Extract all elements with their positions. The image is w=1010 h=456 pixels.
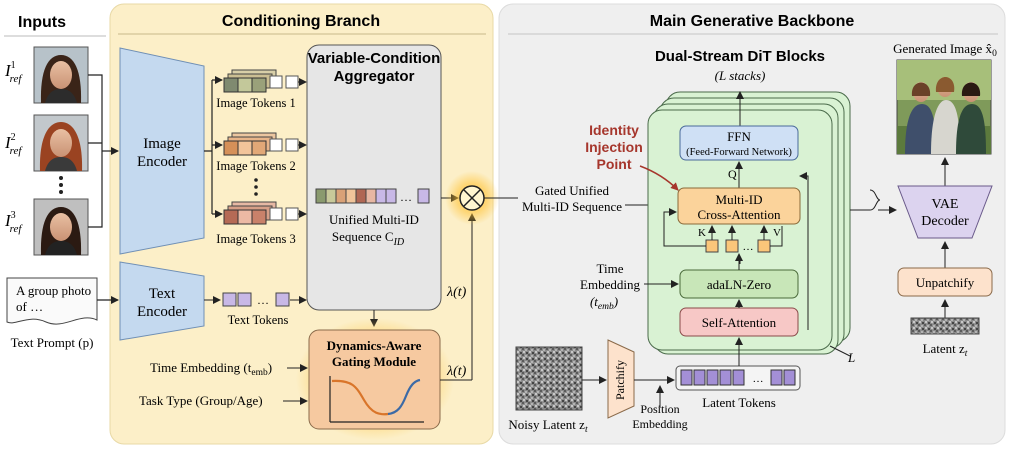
lambda-label-gating: λ(t) <box>446 364 467 379</box>
noisy-latent-image <box>515 346 583 411</box>
conditioning-title: Conditioning Branch <box>222 13 380 30</box>
cross-label-1: Multi-ID <box>716 192 763 207</box>
unified-label-1: Unified Multi-ID <box>329 212 419 227</box>
patchify-block <box>607 339 635 419</box>
bb-time-label-1: Time <box>597 261 624 276</box>
ffn-box <box>679 125 799 161</box>
latent-z-image <box>910 317 980 335</box>
backbone-title: Main Generative Backbone <box>650 13 855 30</box>
latent-ellipsis: … <box>753 373 764 385</box>
dit-subtitle: (L stacks) <box>715 68 766 83</box>
text-prompt-caption: Text Prompt (p) <box>11 335 94 350</box>
image-encoder <box>119 47 205 255</box>
noisy-latent-label: Noisy Latent zt <box>508 417 588 435</box>
image-tokens-label-1: Image Tokens 1 <box>216 96 295 110</box>
bb-time-label-3: (temb) <box>590 294 618 312</box>
text-token-ellipsis: … <box>257 293 269 307</box>
text-token-row: … <box>222 292 290 307</box>
position-label-1: Position <box>640 402 679 416</box>
aggregator-title-1: Variable-Condition <box>308 50 441 67</box>
unpatchify-box <box>897 267 993 297</box>
cross-label-2: Cross-Attention <box>697 207 781 222</box>
image-encoder-label-1: Image <box>143 136 181 152</box>
latent-token-row: … <box>675 365 801 391</box>
unpatchify-label: Unpatchify <box>916 275 975 290</box>
reference-portrait-3 <box>33 198 89 256</box>
text-encoder-label-1: Text <box>149 286 176 302</box>
inputs-title: Inputs <box>18 14 66 31</box>
multi-id-cross-attention <box>677 187 801 225</box>
patchify-label: Patchify <box>613 360 627 400</box>
task-type-label: Task Type (Group/Age) <box>139 393 263 408</box>
unified-label-2: Sequence CID <box>332 229 405 248</box>
gating-curve-plot <box>329 376 424 423</box>
gating-title-2: Gating Module <box>332 354 416 369</box>
text-tokens-label: Text Tokens <box>228 313 289 327</box>
dit-title: Dual-Stream DiT Blocks <box>655 48 825 65</box>
ffn-label-1: FFN <box>727 129 751 144</box>
vae-decoder <box>897 185 993 239</box>
adaln-label: adaLN-Zero <box>707 277 771 292</box>
generated-image <box>896 59 992 155</box>
image-tokens-label-3: Image Tokens 3 <box>216 232 295 246</box>
injection-label-2: Injection <box>585 139 643 155</box>
gating-title-1: Dynamics-Aware <box>327 338 422 353</box>
gated-label-1: Gated Unified <box>535 183 610 198</box>
stack-l-label: L <box>847 350 855 365</box>
vae-label-1: VAE <box>932 197 959 212</box>
unified-sequence-tokens: … <box>315 188 430 204</box>
k-label: K <box>698 227 706 239</box>
generated-image-label: Generated Image x̂0 <box>893 41 997 59</box>
vae-label-2: Decoder <box>921 214 969 229</box>
position-label-2: Embedding <box>632 417 687 431</box>
injection-label-3: Point <box>597 156 632 172</box>
unified-ellipsis: … <box>400 190 412 204</box>
injection-label-1: Identity <box>589 122 639 138</box>
ffn-label-2: (Feed-Forward Network) <box>686 147 792 158</box>
gated-label-2: Multi-ID Sequence <box>522 199 622 214</box>
aggregator-title-2: Aggregator <box>334 68 415 85</box>
text-prompt-line-1: A group photo <box>16 283 91 298</box>
image-token-stack-1 <box>223 69 299 93</box>
v-label: V <box>773 227 781 239</box>
text-encoder-label-2: Encoder <box>137 304 187 320</box>
reference-portrait-2 <box>33 114 89 172</box>
q-label: Q <box>728 167 737 181</box>
kv-ellipsis: … <box>743 241 754 253</box>
cond-time-embedding-label: Time Embedding (temb) <box>150 360 272 378</box>
reference-portrait-1 <box>33 46 89 104</box>
image-token-stack-3 <box>223 201 299 225</box>
self-attention-label: Self-Attention <box>702 315 777 330</box>
image-encoder-label-2: Encoder <box>137 154 187 170</box>
text-prompt-document: A group photo of … <box>6 277 98 325</box>
bb-time-label-2: Embedding <box>580 277 640 292</box>
text-prompt-line-2: of … <box>16 299 43 314</box>
lambda-label-upper: λ(t) <box>446 285 467 300</box>
latent-z-label: Latent zt <box>923 341 968 359</box>
image-tokens-label-2: Image Tokens 2 <box>216 159 295 173</box>
text-encoder <box>119 261 205 341</box>
latent-tokens-label: Latent Tokens <box>702 395 776 410</box>
image-token-stack-2 <box>223 132 299 156</box>
